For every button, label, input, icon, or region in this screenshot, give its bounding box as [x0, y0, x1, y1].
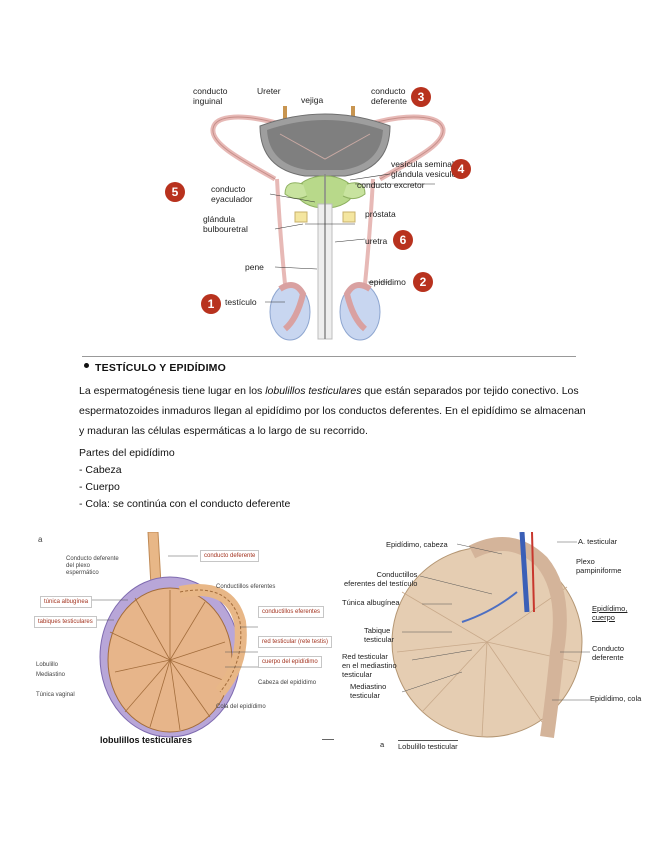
badge-6: 6	[393, 230, 413, 250]
small-label: Cabeza del epidídimo	[258, 680, 317, 686]
parts-title: Partes del epidídimo	[79, 447, 175, 459]
rlabel-plexo: Plexo pampiniforme	[576, 557, 622, 575]
rlabel-cabeza: Epidídimo, cabeza	[386, 540, 448, 549]
badge-3: 3	[411, 87, 431, 107]
section-title: TESTÍCULO Y EPIDÍDIMO	[95, 362, 226, 374]
badge-4: 4	[451, 159, 471, 179]
bullet-dot	[84, 363, 89, 368]
tag-cuerpo-epididimo: cuerpo del epidídimo	[258, 656, 322, 668]
small-label: Cola del epidídimo	[216, 704, 266, 710]
list-item: - Cuerpo	[79, 481, 120, 493]
reproductive-system-diagram: conducto inguinal Ureter vejiga conducto…	[165, 84, 475, 349]
tag-red-testicular: red testicular (rete testis)	[258, 636, 333, 648]
small-label: Conducto deferente del plexo espermático	[66, 556, 119, 576]
corner-letter-right: a	[380, 740, 385, 749]
rlabel-cuerpo: Epidídimo, cuerpo	[592, 604, 628, 622]
small-label: Conductillos eferentes	[216, 584, 276, 590]
label-conducto-excretor: conducto excretor	[357, 180, 425, 190]
testis-anatomy-diagram: Epidídimo, cabeza Conductillos eferentes…	[342, 532, 642, 757]
small-label: Lobulillo	[36, 662, 59, 668]
badge-1: 1	[201, 294, 221, 314]
label-pene: pene	[245, 262, 264, 272]
paragraph-espermatogenesis: La espermatogénesis tiene lugar en los l…	[79, 381, 589, 441]
small-label: Mediastino	[36, 672, 66, 678]
rlabel-mediastino: Mediastino testicular	[350, 682, 387, 700]
tag-tabiques: tabiques testiculares	[34, 616, 97, 628]
list-item: - Cabeza	[79, 464, 122, 476]
corner-letter: a	[38, 535, 43, 544]
rlabel-cola: Epidídimo, cola	[590, 694, 642, 703]
rlabel-lobulillo: Lobulillo testicular	[398, 740, 458, 751]
para-text-post: que están separados por tejido conectivo…	[79, 385, 586, 437]
testis-section-diagram: a conducto deferente túnica albugínea ta…	[30, 532, 333, 747]
list-item: - Cola: se continúa con el conducto defe…	[79, 498, 291, 510]
rlabel-a-testicular: A. testicular	[578, 537, 618, 546]
tag-tunica-albuginea: túnica albugínea	[40, 596, 93, 608]
reproductive-system-illustration	[210, 106, 446, 341]
tag-conductillos: conductillos eferentes	[258, 606, 325, 618]
badge-5: 5	[165, 182, 185, 202]
label-testiculo: testículo	[225, 297, 257, 307]
divider	[82, 356, 576, 357]
parts-list: Partes del epidídimo - Cabeza - Cuerpo -…	[79, 445, 290, 513]
label-uretra: uretra	[365, 236, 388, 246]
testis-anatomy-illustration	[391, 532, 590, 738]
rlabel-albuginea: Túnica albugínea	[342, 598, 400, 607]
label-conducto-deferente: conducto deferente	[371, 86, 407, 106]
dash	[322, 739, 334, 740]
rlabel-red: Red testicular en el mediastino testicul…	[342, 652, 397, 679]
caption-lobulillos: lobulillos testiculares	[100, 735, 193, 745]
badge-2: 2	[413, 272, 433, 292]
para-text-italic: lobulillos testiculares	[265, 385, 362, 397]
label-glandula-bulbouretral: glándula bulbouretral	[203, 214, 248, 234]
para-text-pre: La espermatogénesis tiene lugar en los	[79, 385, 266, 397]
testis-section-illustration	[90, 532, 258, 738]
label-ureter: Ureter	[257, 86, 281, 96]
label-prostata: próstata	[365, 209, 396, 219]
label-conducto-eyaculador: conducto eyaculador	[211, 184, 253, 204]
rlabel-tabique: Tabique testicular	[364, 626, 395, 644]
small-label: Túnica vaginal	[36, 692, 75, 698]
label-vejiga: vejiga	[301, 95, 324, 105]
tag-conducto-deferente: conducto deferente	[200, 550, 260, 562]
label-conducto-inguinal: conducto inguinal	[193, 86, 228, 106]
label-epididimo: epidídimo	[369, 277, 406, 287]
rlabel-deferente: Conducto deferente	[592, 644, 625, 662]
rlabel-conductillos: Conductillos eferentes del testículo	[344, 570, 418, 588]
